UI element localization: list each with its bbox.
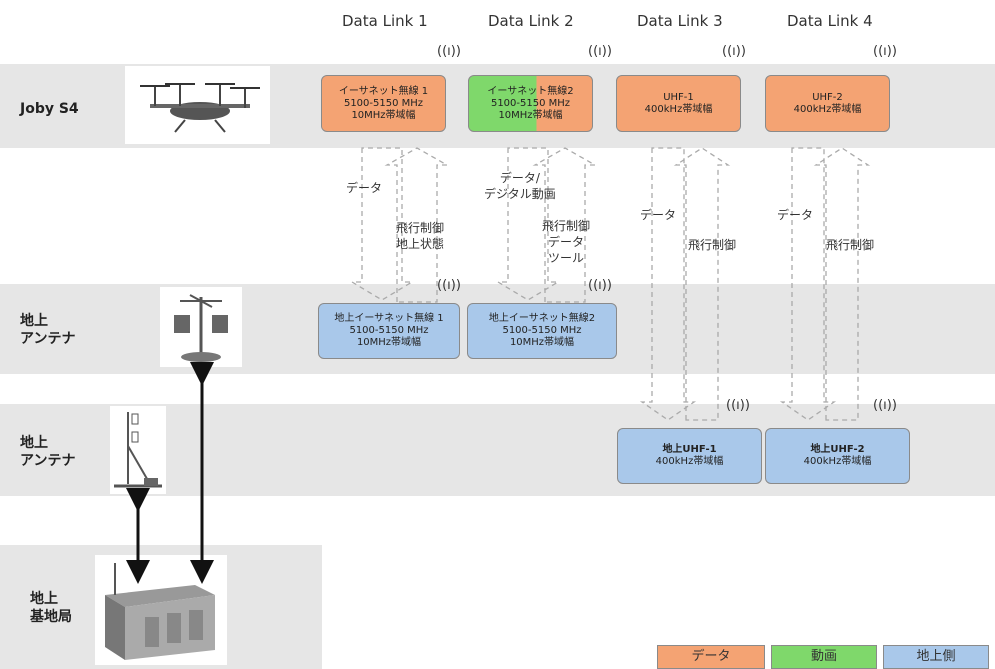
box-line: イーサネット無線 1: [338, 85, 429, 97]
column-header-link-2: Data Link 2: [488, 12, 574, 30]
antenna-signal-icon: ((ı)): [437, 44, 461, 59]
box-line: 400kHz帯域幅: [793, 103, 862, 115]
ground-antenna-1-image: [160, 287, 242, 367]
flow-label-line: ツール: [548, 251, 585, 265]
antenna-signal-icon: ((ı)): [722, 44, 746, 59]
ground-ethernet-radio-1: 地上イーサネット無線 1 5100-5150 MHz 10MHz帯域幅: [318, 303, 460, 359]
antenna-signal-icon: ((ı)): [873, 44, 897, 59]
row-label-aircraft: Joby S4: [20, 101, 79, 117]
legend-video: 動画: [771, 645, 877, 669]
aircraft-uhf-1: UHF-1 400kHz帯域幅: [616, 75, 741, 132]
row-label-line: 地上: [20, 435, 48, 451]
aircraft-uhf-2: UHF-2 400kHz帯域幅: [765, 75, 890, 132]
flow-label-link3-control: 飛行制御: [688, 238, 737, 252]
box-line: 10MHz帯域幅: [509, 337, 575, 348]
row-label-line: アンテナ: [20, 453, 76, 469]
legend-data: データ: [657, 645, 765, 669]
flow-label-link1-control: 飛行制御 地上状態: [396, 220, 444, 252]
box-line: 地上UHF-2: [810, 444, 865, 455]
antenna-mast-drawing: [114, 412, 162, 488]
flow-label-link1-data: データ: [346, 181, 383, 195]
column-header-link-3: Data Link 3: [637, 12, 723, 30]
box-line: 400kHz帯域幅: [655, 456, 724, 467]
box-line: 地上UHF-1: [662, 444, 717, 455]
flow-label-line: 飛行制御: [542, 219, 591, 233]
aircraft-drawing: [140, 83, 260, 133]
box-line: 400kHz帯域幅: [803, 456, 872, 467]
box-line: 10MHz帯域幅: [351, 109, 416, 121]
antenna-signal-icon: ((ı)): [588, 44, 612, 59]
box-line: UHF-2: [812, 91, 843, 103]
antenna-signal-icon: ((ı)): [588, 278, 612, 293]
box-line: 10MHz帯域幅: [356, 337, 422, 348]
aircraft-image: [125, 66, 270, 144]
flow-label-link4-data: データ: [777, 208, 814, 222]
legend-ground: 地上側: [883, 645, 989, 669]
box-line: 地上イーサネット無線2: [488, 313, 596, 324]
column-header-link-4: Data Link 4: [787, 12, 873, 30]
box-line: 5100-5150 MHz: [343, 97, 424, 109]
ground-uhf-1: 地上UHF-1 400kHz帯域幅: [617, 428, 762, 484]
ground-ethernet-radio-2: 地上イーサネット無線2 5100-5150 MHz 10MHz帯域幅: [467, 303, 617, 359]
base-station-drawing: [105, 563, 215, 660]
box-line: 5100-5150 MHz: [490, 97, 571, 109]
row-label-line: 基地局: [30, 609, 72, 625]
flow-label-line: デジタル動画: [484, 187, 556, 201]
aircraft-ethernet-radio-1: イーサネット無線 1 5100-5150 MHz 10MHz帯域幅: [321, 75, 446, 132]
antenna-signal-icon: ((ı)): [726, 398, 750, 413]
flow-label-line: データ/: [499, 171, 540, 185]
ground-antenna-2-image: [110, 406, 166, 494]
row-label-line: 地上: [30, 591, 58, 607]
row-label-line: アンテナ: [20, 331, 76, 347]
box-line: 5100-5150 MHz: [502, 325, 582, 336]
box-line: 10MHz帯域幅: [498, 109, 563, 121]
box-line: 400kHz帯域幅: [644, 103, 713, 115]
row-label-line: 地上: [20, 313, 48, 329]
flow-label-line: データ: [548, 235, 585, 249]
antenna-drawing: [174, 294, 228, 362]
box-line: 地上イーサネット無線 1: [334, 313, 444, 324]
box-line: イーサネット無線2: [487, 85, 574, 97]
flow-label-link4-control: 飛行制御: [826, 238, 875, 252]
box-line: 5100-5150 MHz: [349, 325, 429, 336]
row-label-ground-antenna-1: 地上 アンテナ: [20, 312, 75, 348]
flow-label-line: 地上状態: [396, 237, 445, 251]
row-label-ground-antenna-2: 地上 アンテナ: [20, 434, 75, 470]
flow-label-link2-data: データ/ デジタル動画: [484, 170, 556, 202]
row-label-base-station: 地上 基地局: [30, 590, 72, 626]
aircraft-ethernet-radio-2: イーサネット無線2 5100-5150 MHz 10MHz帯域幅: [468, 75, 593, 132]
flow-label-link3-data: データ: [640, 208, 677, 222]
ground-uhf-2: 地上UHF-2 400kHz帯域幅: [765, 428, 910, 484]
base-station-image: [95, 555, 227, 665]
flow-label-link2-control: 飛行制御 データ ツール: [542, 218, 590, 266]
antenna-signal-icon: ((ı)): [873, 398, 897, 413]
flow-label-line: 飛行制御: [396, 221, 445, 235]
antenna-signal-icon: ((ı)): [437, 278, 461, 293]
column-header-link-1: Data Link 1: [342, 12, 428, 30]
box-line: UHF-1: [663, 91, 694, 103]
